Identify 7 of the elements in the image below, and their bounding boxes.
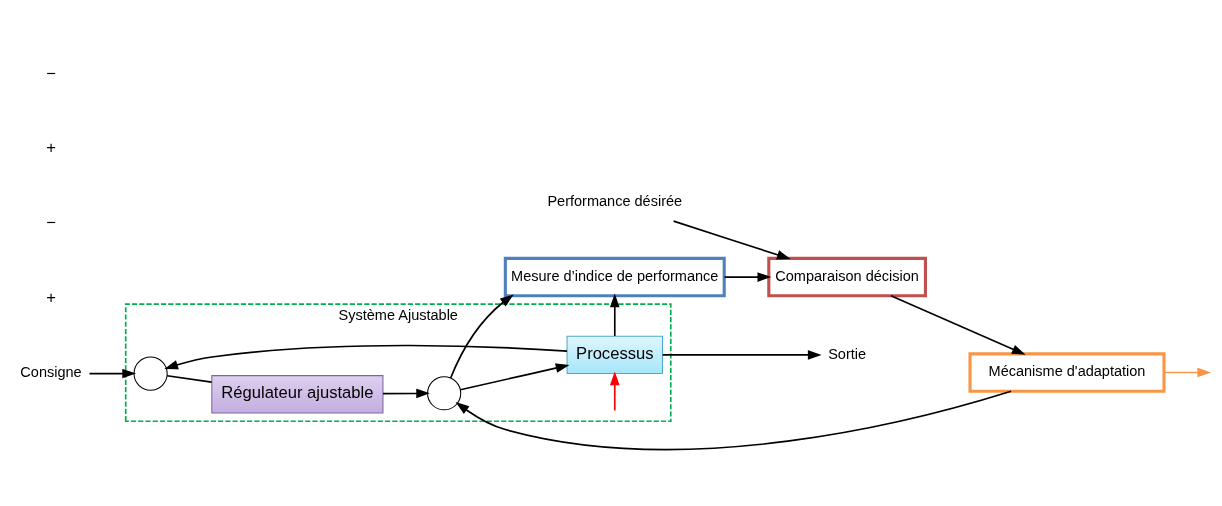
node-text: Sortie xyxy=(828,345,867,362)
node-text: Performance désirée xyxy=(547,193,683,210)
label: − xyxy=(46,63,56,83)
label: + xyxy=(46,287,56,307)
label: + xyxy=(46,138,56,158)
label: − xyxy=(46,213,56,233)
node-text: Consigne xyxy=(20,364,82,381)
